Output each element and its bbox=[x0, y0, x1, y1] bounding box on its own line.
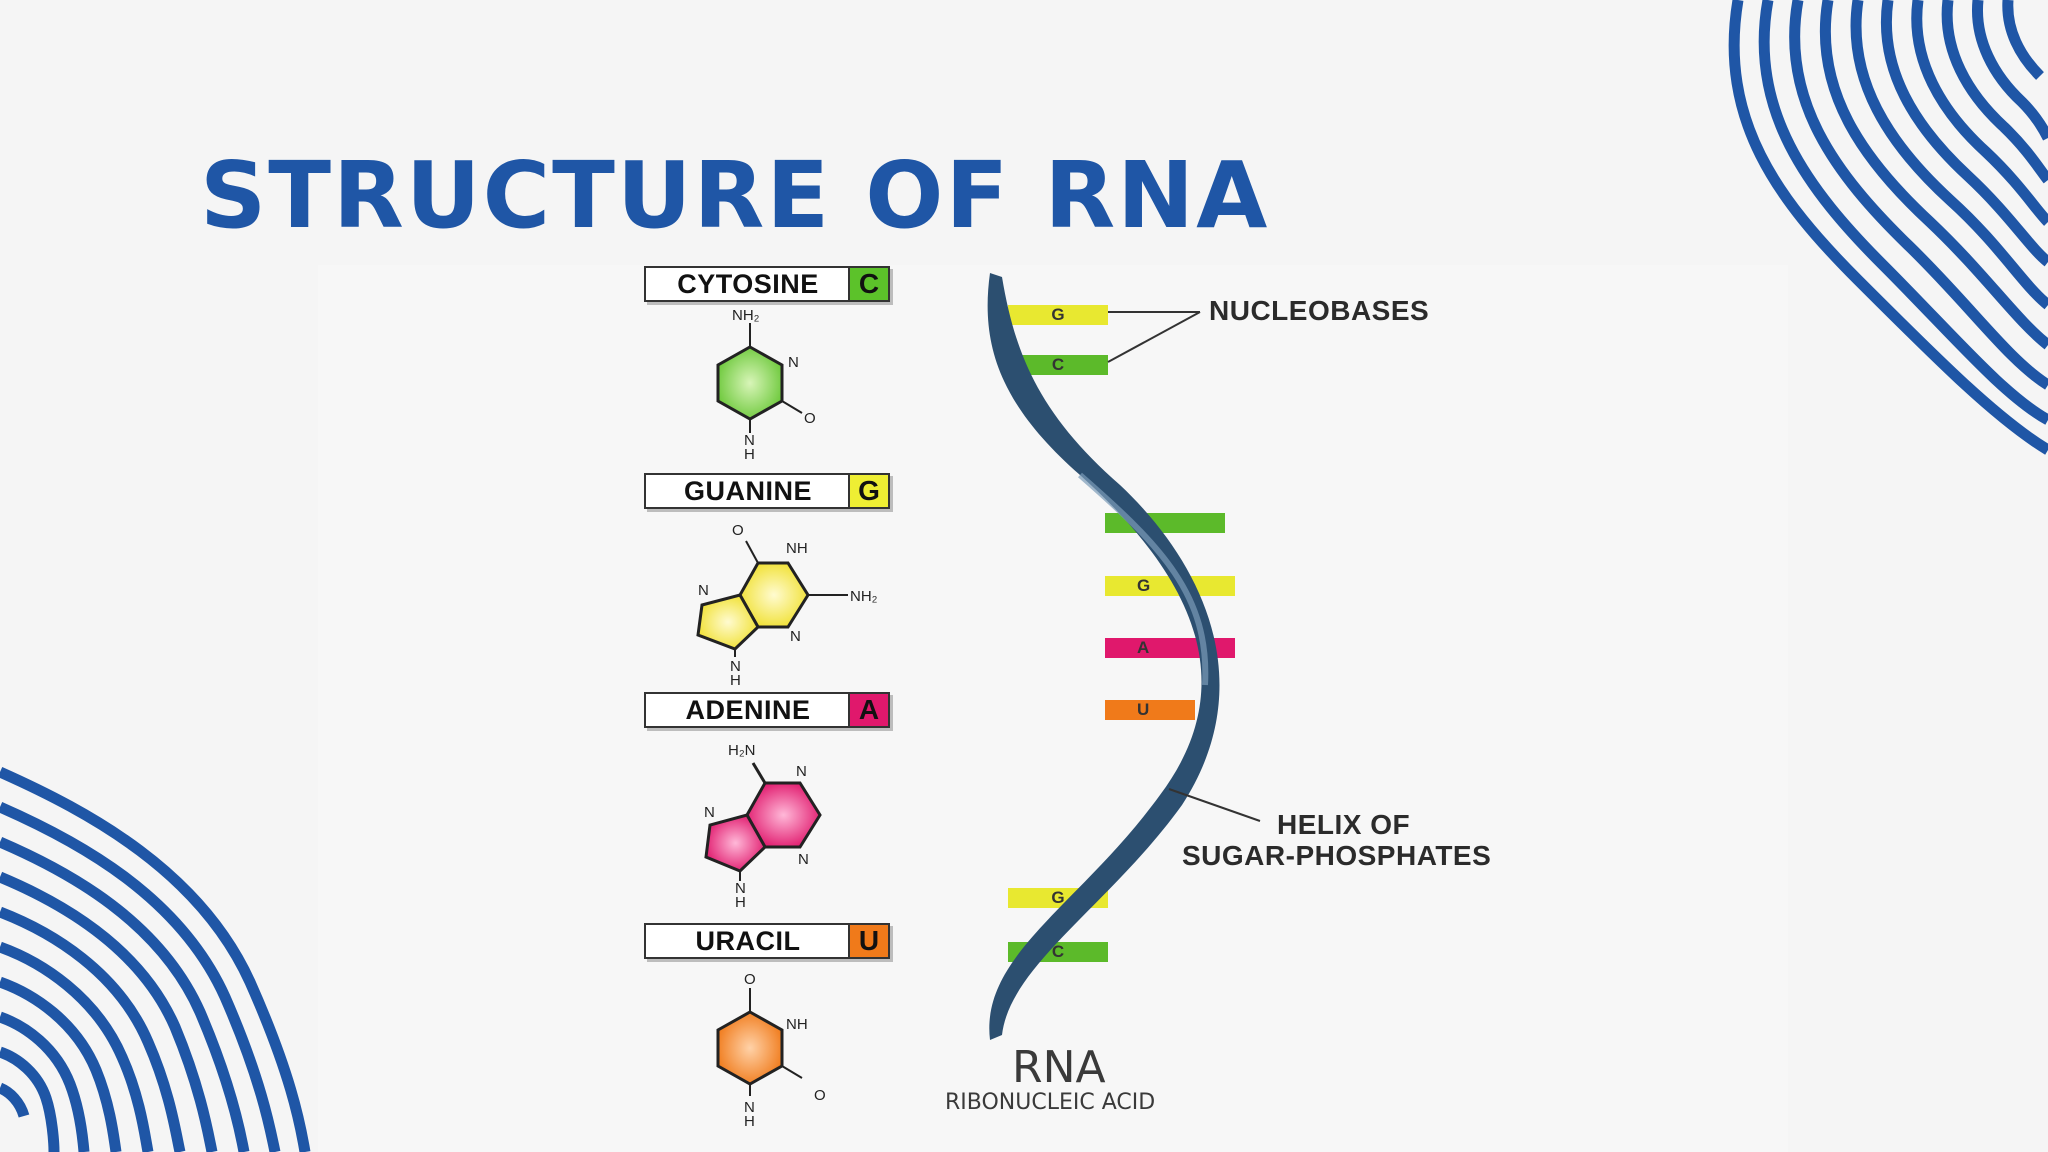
rung-letter: A bbox=[1137, 638, 1150, 657]
atom-label: N bbox=[735, 880, 746, 897]
rung-letter: C bbox=[1051, 942, 1065, 961]
base-label-uracil: URACIL U bbox=[644, 923, 890, 959]
rna-subtitle: RIBONUCLEIC ACID bbox=[945, 1090, 1156, 1115]
atom-label: H bbox=[744, 446, 755, 463]
helix-label-line2: SUGAR-PHOSPHATES bbox=[1182, 840, 1492, 871]
atom-label: N bbox=[744, 432, 755, 449]
base-name: CYTOSINE bbox=[677, 269, 819, 299]
atom-label: N bbox=[730, 658, 741, 675]
base-name: ADENINE bbox=[685, 695, 811, 725]
nucleobases-callout-lines bbox=[1107, 311, 1201, 363]
rung-letter: U bbox=[1137, 700, 1150, 719]
base-letter: A bbox=[848, 694, 888, 726]
base-label-adenine: ADENINE A bbox=[644, 692, 890, 728]
base-label-cytosine: CYTOSINE C bbox=[644, 266, 890, 302]
base-name: GUANINE bbox=[683, 476, 812, 506]
atom-label: O bbox=[732, 522, 744, 539]
helix-label-line1: HELIX OF bbox=[1277, 809, 1411, 840]
rna-title: RNA bbox=[1012, 1042, 1106, 1093]
page-title: STRUCTURE OF RNA bbox=[200, 142, 1270, 249]
atom-label: NH₂ bbox=[850, 588, 878, 605]
adenine-structure: H₂N N N N N H bbox=[704, 742, 822, 911]
uracil-structure: O NH O N H bbox=[716, 971, 826, 1130]
guanine-structure: O NH NH₂ N N N H bbox=[696, 522, 878, 689]
atom-label: N bbox=[744, 1099, 755, 1116]
atom-label: NH₂ bbox=[732, 307, 760, 324]
base-letter: C bbox=[848, 268, 888, 300]
nucleobase-rung: U bbox=[1105, 700, 1195, 720]
atom-label: NH bbox=[786, 1016, 808, 1033]
atom-label: O bbox=[804, 410, 816, 427]
wave-decoration-top-right bbox=[1728, 0, 2048, 455]
nucleobase-rung: G bbox=[1008, 305, 1108, 325]
atom-label: O bbox=[814, 1087, 826, 1104]
base-letter: G bbox=[848, 475, 888, 507]
atom-label: N bbox=[790, 628, 801, 645]
rung-letter: C bbox=[1051, 355, 1065, 374]
base-name: URACIL bbox=[695, 926, 801, 956]
base-label-guanine: GUANINE G bbox=[644, 473, 890, 509]
wave-decoration-bottom-left bbox=[0, 766, 311, 1152]
atom-label: H bbox=[730, 672, 741, 689]
nucleobase-rung: G bbox=[1105, 576, 1235, 596]
rung-letter: G bbox=[1051, 305, 1065, 324]
rung-letter: G bbox=[1137, 576, 1151, 595]
base-letter: U bbox=[848, 925, 888, 957]
atom-label: NH bbox=[786, 540, 808, 557]
atom-label: N bbox=[798, 851, 809, 868]
atom-label: H₂N bbox=[728, 742, 756, 759]
atom-label: H bbox=[735, 894, 746, 911]
atom-label: N bbox=[796, 763, 807, 780]
nucleobases-label: NUCLEOBASES bbox=[1209, 295, 1430, 326]
atom-label: H bbox=[744, 1113, 755, 1130]
atom-label: O bbox=[744, 971, 756, 988]
atom-label: N bbox=[788, 354, 799, 371]
atom-label: N bbox=[704, 804, 715, 821]
atom-label: N bbox=[698, 582, 709, 599]
cytosine-structure: NH₂ N O N H bbox=[716, 307, 816, 463]
nucleobase-rung: C bbox=[1008, 355, 1108, 375]
rung-letter: G bbox=[1051, 888, 1065, 907]
helix-callout-line bbox=[1168, 788, 1261, 822]
sugar-phosphate-helix bbox=[987, 273, 1220, 1040]
